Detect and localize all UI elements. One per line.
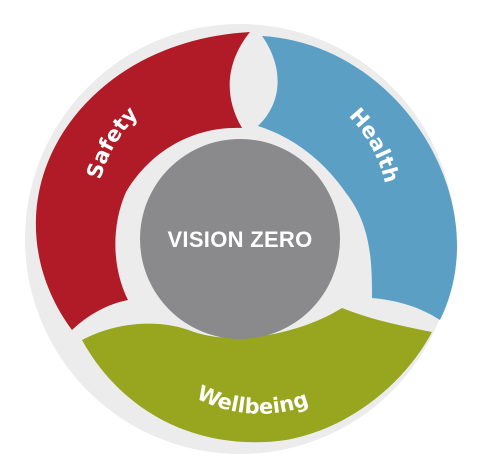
wellbeing-segment <box>82 308 432 443</box>
center-label: VISION ZERO <box>167 227 312 252</box>
center-circle <box>140 139 340 339</box>
health-segment <box>258 36 458 320</box>
safety-segment <box>35 32 250 330</box>
